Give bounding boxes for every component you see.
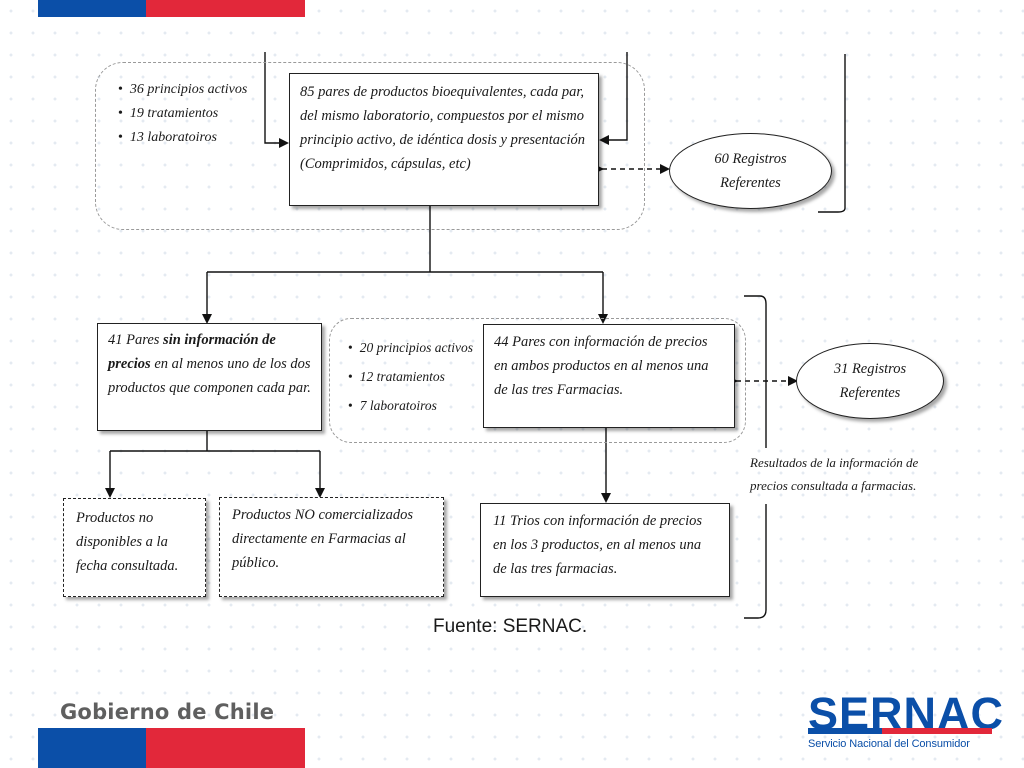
left-box-suffix: en al menos uno de los dos productos que… <box>108 356 311 396</box>
top-bracket <box>818 54 846 213</box>
mid-group-frame <box>329 318 746 443</box>
pairs-with-price-box: 44 Pares con información de precios en a… <box>483 324 735 428</box>
top-referentes-ellipse: 60 Registros Referentes <box>669 133 832 209</box>
flag-blue-segment <box>38 0 146 17</box>
bottom-box-1-text: Productos no disponibles a la fecha cons… <box>76 510 179 574</box>
sernac-logo: SERNAC Servicio Nacional del Consumidor <box>808 690 1003 750</box>
right-referentes-ellipse: 31 Registros Referentes <box>796 343 944 419</box>
bullet-item: 36 principios activos <box>118 78 247 102</box>
government-label: Gobierno de Chile <box>60 700 275 724</box>
flag-stripe-top <box>38 0 305 17</box>
top-group-frame <box>95 62 645 230</box>
flag-red-segment <box>146 728 305 768</box>
right-bracket <box>744 295 767 619</box>
bottom-box-2-text: Productos NO comercializados directament… <box>232 507 413 571</box>
right-box-text: 44 Pares con información de precios en a… <box>494 334 709 398</box>
bullet-item: 13 laboratoiros <box>118 126 247 150</box>
bullet-item: 20 principios activos <box>348 333 473 362</box>
main-pairs-box: 85 pares de productos bioequivalentes, c… <box>289 73 599 206</box>
left-box-bold: sin información de precios <box>108 332 276 372</box>
pairs-without-price-box: 41 Pares sin información de precios en a… <box>97 323 322 431</box>
sernac-logo-subtitle: Servicio Nacional del Consumidor <box>808 738 970 750</box>
not-available-box: Productos no disponibles a la fecha cons… <box>63 498 206 597</box>
bullet-item: 12 tratamientos <box>348 362 473 391</box>
top-bullet-list: 36 principios activos 19 tratamientos 13… <box>118 78 247 150</box>
bottom-box-3-text: 11 Trios con información de precios en l… <box>493 513 703 577</box>
flag-blue-segment <box>38 728 146 768</box>
left-box-prefix: 41 Pares <box>108 332 164 348</box>
split-line-main <box>207 206 603 273</box>
right-referentes-text: 31 Registros Referentes <box>833 361 907 401</box>
not-commercialized-box: Productos NO comercializados directament… <box>219 497 444 597</box>
mid-bullet-list: 20 principios activos 12 tratamientos 7 … <box>348 333 473 420</box>
bullet-item: 7 laboratoiros <box>348 391 473 420</box>
flag-red-segment <box>146 0 305 17</box>
trios-box: 11 Trios con información de precios en l… <box>480 503 730 597</box>
sernac-logo-bars <box>808 728 992 734</box>
main-pairs-text: 85 pares de productos bioequivalentes, c… <box>300 84 585 172</box>
split-line-left <box>110 431 320 452</box>
source-caption: Fuente: SERNAC. <box>433 616 588 637</box>
bracket-note: Resultados de la información de precios … <box>750 455 919 493</box>
top-referentes-text: 60 Registros Referentes <box>714 151 787 191</box>
bullet-item: 19 tratamientos <box>118 102 247 126</box>
flag-stripe-bottom <box>38 728 305 768</box>
arrow-left-into-main <box>264 52 289 148</box>
